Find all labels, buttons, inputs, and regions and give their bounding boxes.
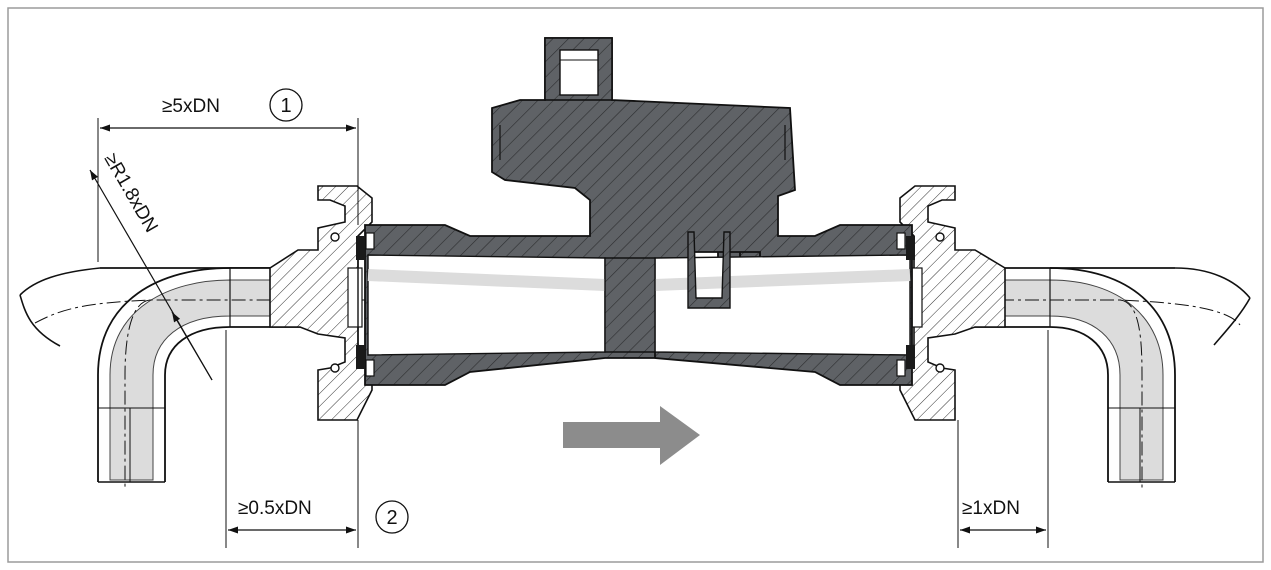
inlet-gap-label: ≥0.5xDN [238,498,312,519]
callout-one-label: 1 [280,95,291,117]
upstream-straight-label: ≥5xDN [162,96,220,117]
callout-one-circle [269,88,303,122]
dimension-upstream-straight: ≥5xDN 1 [97,88,359,262]
dimension-inlet-gap: ≥0.5xDN 2 [225,330,409,548]
dimension-downstream-straight: ≥1xDN [957,330,1049,548]
diagram-frame [7,7,1264,563]
downstream-straight-label: ≥1xDN [962,498,1020,519]
outlet-fitting [899,185,1006,421]
callout-two-circle [375,500,409,534]
callout-two-label: 2 [386,507,397,529]
flow-direction-arrow-icon [563,406,700,465]
inlet-fitting [269,185,373,421]
sensor-housing [356,37,915,386]
bend-radius-label: ≥R1.8xDN [100,150,162,236]
